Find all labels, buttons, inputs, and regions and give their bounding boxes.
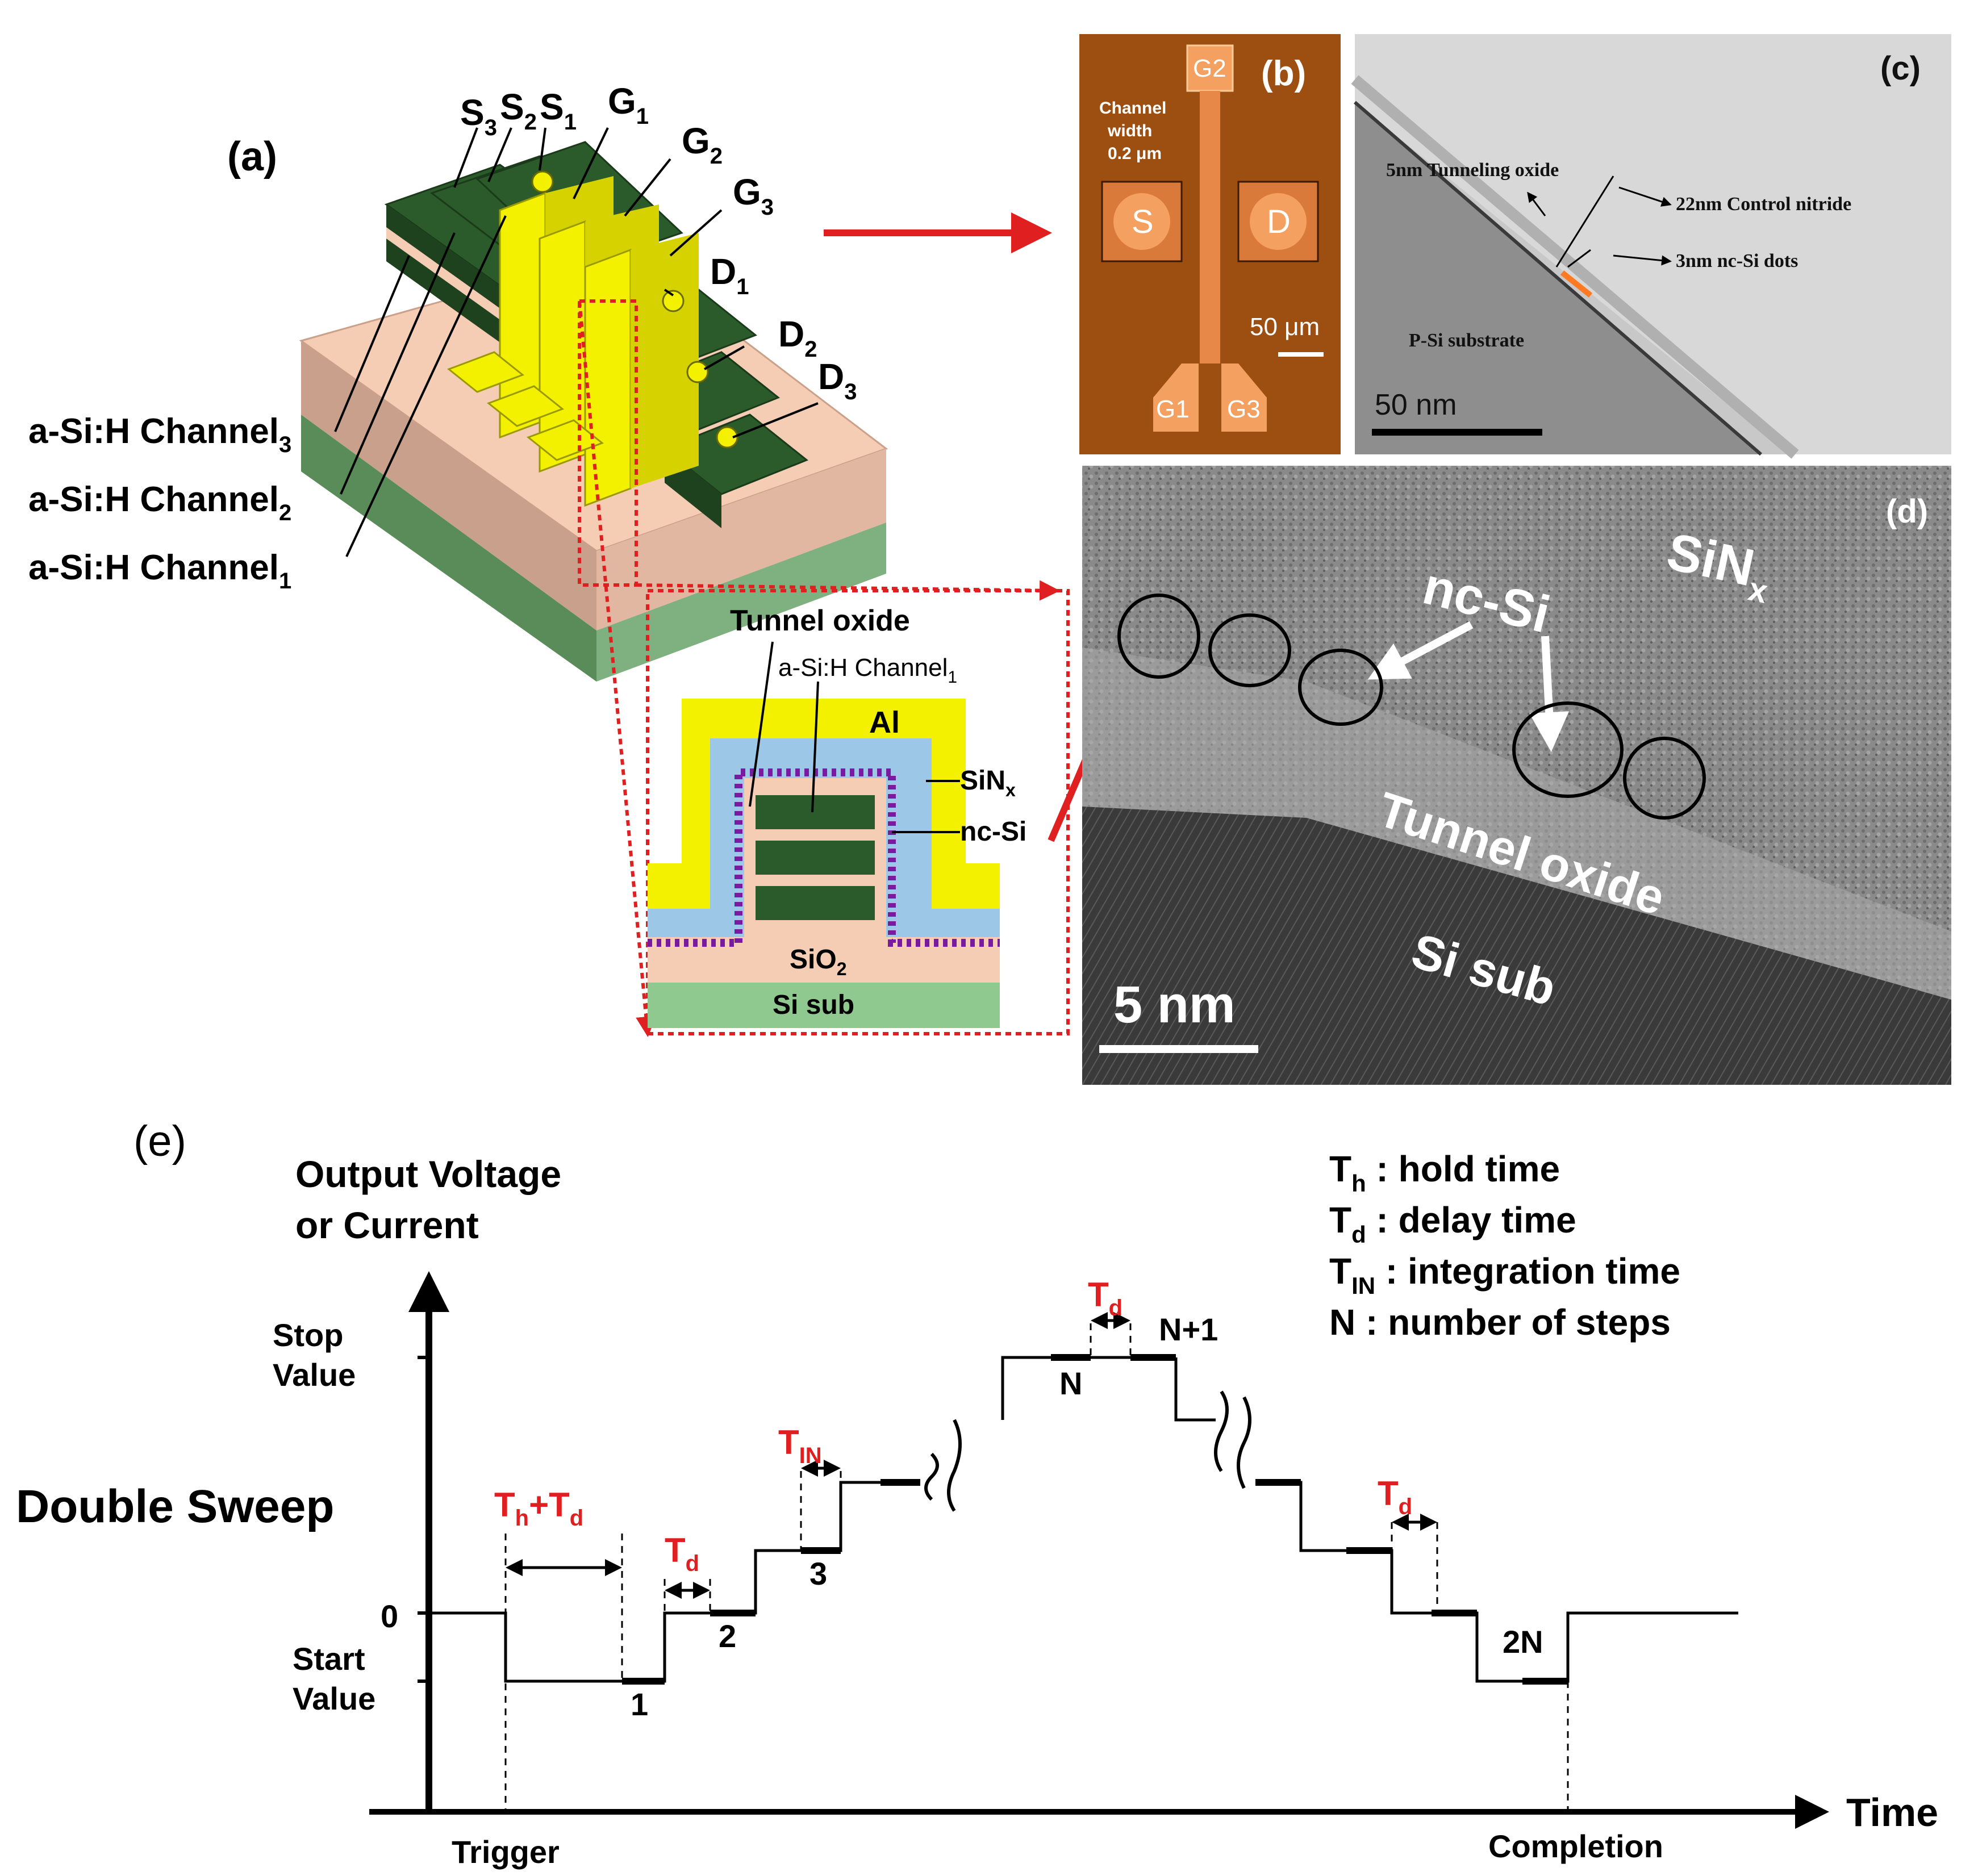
label-g3-pad: G3	[1227, 395, 1261, 423]
panel-d-scalebar	[1099, 1045, 1258, 1053]
panel-e-label: (e)	[133, 1117, 186, 1165]
double-sweep-label: Double Sweep	[16, 1481, 334, 1532]
inset-channel-label: a-Si:H Channel1	[778, 654, 957, 687]
legend-item-th: Th : hold time	[1329, 1148, 1560, 1197]
td-label-2: Td	[1088, 1276, 1122, 1321]
leader-lines	[334, 127, 819, 557]
step-label-2n: 2N	[1503, 1624, 1543, 1660]
th-plus-td-label: Th+Td	[494, 1486, 583, 1531]
cross-section-inset: Tunnel oxide a-Si:H Channel1 Al SiNx nc-…	[646, 589, 1142, 1035]
legend-item-n: N : number of steps	[1329, 1302, 1671, 1343]
panel-b: (b) Channel width 0.2 μm G2 G1 G3 S D 50…	[1079, 34, 1341, 454]
step-label-3: 3	[809, 1556, 827, 1591]
tunneling-oxide-label: 5nm Tunneling oxide	[1386, 160, 1559, 181]
label-d-pad: D	[1267, 203, 1291, 240]
panel-b-scalebar	[1278, 352, 1324, 357]
ncsi-dots-label: 3nm nc-Si dots	[1676, 250, 1798, 271]
panel-b-label: (b)	[1261, 54, 1306, 93]
panel-c: (c) 5nm Tunneling oxide 22nm Control nit…	[1351, 34, 1951, 459]
inset-si-sub	[648, 983, 1000, 1028]
stop-value-line1: Stop	[273, 1317, 343, 1353]
label-channel-1: a-Si:H Channel1	[28, 548, 291, 594]
panel-d-scale-label: 5 nm	[1113, 976, 1236, 1034]
inset-sio2-label: SiO2	[790, 945, 846, 979]
step-label-1: 1	[631, 1686, 648, 1722]
timing-arrows	[506, 1312, 1437, 1599]
step-label-2: 2	[719, 1618, 736, 1654]
completion-label: Completion	[1488, 1828, 1663, 1864]
step-label-n: N	[1059, 1365, 1082, 1401]
terminal-labels: S3 S2 S1 G1 G2 G3 D1 D2 D3	[460, 81, 857, 404]
label-s1: S1	[540, 86, 577, 135]
timing-guides	[504, 1323, 1569, 1812]
panel-c-label: (c)	[1880, 50, 1921, 87]
y-ticks	[418, 1356, 429, 1683]
y-axis-label-line1: Output Voltage	[295, 1153, 561, 1195]
step-labels: 1 2 3 N N+1 2N	[631, 1311, 1543, 1722]
panel-a: (a)	[28, 81, 1142, 1037]
legend-item-tin: TIN : integration time	[1329, 1251, 1680, 1299]
ncsi-dot-circles	[1117, 594, 1706, 820]
legend: Th : hold time Td : delay time TIN : int…	[1329, 1148, 1680, 1343]
start-value-line2: Value	[293, 1681, 375, 1716]
panel-c-scale-label: 50 nm	[1375, 388, 1457, 421]
label-g1-pad: G1	[1156, 395, 1190, 423]
x-axis-label: Time	[1846, 1790, 1938, 1835]
label-d1: D1	[710, 251, 749, 299]
td-label-1: Td	[665, 1531, 699, 1576]
inset-sinx-label: SiNx	[960, 766, 1016, 800]
label-s-pad: S	[1132, 203, 1154, 240]
start-value-line1: Start	[293, 1641, 365, 1677]
tin-label: TIN	[778, 1423, 822, 1468]
label-s2: S2	[500, 86, 537, 135]
timing-labels: Th+Td Td TIN Td Td	[494, 1276, 1412, 1576]
panel-d: (d) SiNx nc-Si Tunnel oxide Si sub 5 nm	[1082, 466, 1951, 1085]
control-nitride-label: 22nm Control nitride	[1676, 194, 1851, 215]
label-g2-pad: G2	[1193, 55, 1226, 82]
contact-pads	[531, 170, 738, 449]
channel-width-line1: Channel	[1099, 99, 1166, 118]
y-axis-label-line2: or Current	[295, 1204, 479, 1246]
channel-labels: a-Si:H Channel3 a-Si:H Channel2 a-Si:H C…	[28, 412, 291, 594]
stop-value-line2: Value	[273, 1357, 356, 1393]
inset-al-label: Al	[869, 705, 900, 739]
panel-e: (e) Output Voltage or Current Time Stop …	[16, 1117, 1938, 1870]
panel-d-label: (d)	[1886, 493, 1928, 530]
channel-width-line2: width	[1107, 122, 1152, 140]
panel-c-scalebar	[1372, 429, 1542, 436]
inset-ncsi-label: nc-Si	[960, 817, 1026, 847]
label-channel-3: a-Si:H Channel3	[28, 412, 291, 457]
label-s3: S3	[460, 92, 497, 140]
break-marks	[924, 1390, 1251, 1512]
trigger-label: Trigger	[452, 1834, 560, 1870]
label-channel-2: a-Si:H Channel2	[28, 480, 291, 525]
td-label-3: Td	[1378, 1474, 1412, 1519]
substrate-label: P-Si substrate	[1409, 330, 1524, 351]
label-g1: G1	[608, 81, 649, 129]
panel-a-label: (a)	[227, 134, 277, 179]
step-label-n-plus-1: N+1	[1159, 1311, 1218, 1347]
integration-marks	[622, 1354, 1568, 1685]
inset-sisub-label: Si sub	[773, 990, 854, 1020]
label-d2: D2	[778, 314, 817, 362]
panel-b-scale-label: 50 μm	[1250, 313, 1320, 341]
legend-item-td: Td : delay time	[1329, 1200, 1576, 1248]
label-g3: G3	[733, 172, 774, 220]
channel-width-line3: 0.2 μm	[1108, 144, 1162, 163]
zero-label: 0	[381, 1598, 398, 1634]
label-d3: D3	[818, 356, 857, 404]
inset-tunnel-oxide-label: Tunnel oxide	[730, 604, 910, 637]
label-g2: G2	[682, 120, 723, 169]
